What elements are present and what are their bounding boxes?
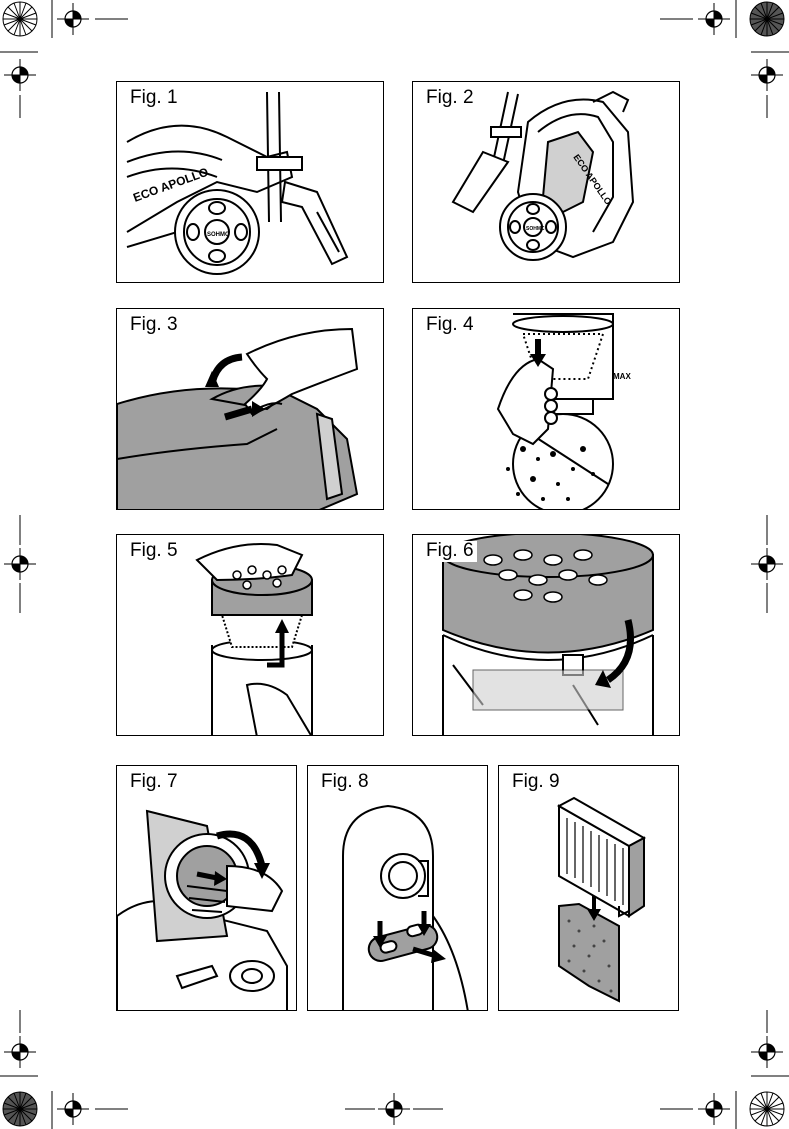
figure-6-panel: Fig. 6 — [412, 534, 680, 736]
figure-2-label: Fig. 2 — [423, 88, 477, 109]
figure-9-panel: Fig. 9 — [498, 765, 679, 1011]
crosshair-mark — [698, 1093, 730, 1125]
crosshair-mark — [751, 548, 783, 580]
figure-8-panel: Fig. 8 — [307, 765, 488, 1011]
crosshair-mark — [57, 1093, 89, 1125]
remove-filter-grill-illustration — [308, 766, 488, 1011]
crosshair-mark — [751, 1036, 783, 1068]
figure-9-label: Fig. 9 — [509, 772, 563, 793]
figure-1-panel: Fig. 1 ECO APOLLO SOHMC — [116, 81, 384, 283]
figure-2-panel: Fig. 2 ECO APOLLO SOHMC — [412, 81, 680, 283]
crosshair-mark — [57, 3, 89, 35]
replace-filter-pad-illustration — [499, 766, 679, 1011]
crosshair-mark — [378, 1093, 410, 1125]
max-mark-text: MAX — [613, 372, 631, 381]
figure-4-panel: Fig. 4 MAX — [412, 308, 680, 510]
open-lid-illustration — [117, 309, 384, 510]
wheel-brand-text: SOHMC — [207, 232, 230, 238]
starburst-bottom-left — [3, 1092, 37, 1126]
remove-outlet-filter-illustration — [117, 766, 297, 1011]
crosshair-mark — [751, 59, 783, 91]
remove-filter-illustration — [117, 535, 384, 736]
starburst-top-left — [3, 2, 37, 36]
wheel-brand-text: SOHMC — [526, 226, 545, 232]
crosshair-mark — [4, 548, 36, 580]
figure-5-panel: Fig. 5 — [116, 534, 384, 736]
crosshair-mark — [4, 59, 36, 91]
figure-6-label: Fig. 6 — [423, 541, 477, 562]
crosshair-mark — [4, 1036, 36, 1068]
empty-dust-container-illustration: MAX — [413, 309, 680, 510]
starburst-bottom-right — [750, 1092, 784, 1126]
figure-7-panel: Fig. 7 — [116, 765, 297, 1011]
figure-7-label: Fig. 7 — [127, 772, 181, 793]
starburst-top-right — [750, 2, 784, 36]
crosshair-mark — [698, 3, 730, 35]
figure-3-panel: Fig. 3 — [116, 308, 384, 510]
vacuum-side-wheel-illustration: ECO APOLLO SOHMC — [117, 82, 384, 283]
figure-1-label: Fig. 1 — [127, 88, 181, 109]
figure-5-label: Fig. 5 — [127, 541, 181, 562]
vacuum-upright-parked-illustration: ECO APOLLO SOHMC — [413, 82, 680, 283]
figure-3-label: Fig. 3 — [127, 315, 181, 336]
filter-lock-closeup-illustration — [413, 535, 680, 736]
figure-8-label: Fig. 8 — [318, 772, 372, 793]
figure-4-label: Fig. 4 — [423, 315, 477, 336]
